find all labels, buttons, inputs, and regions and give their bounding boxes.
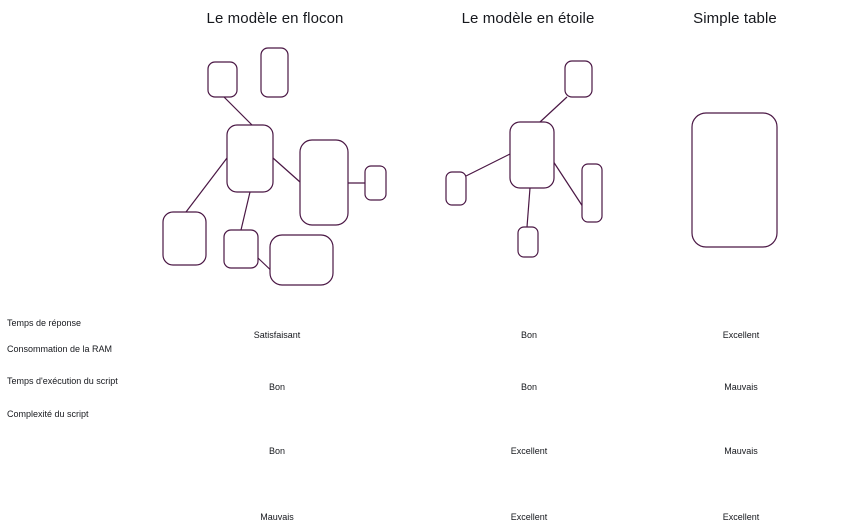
fact-center — [509, 121, 555, 189]
table-cell: Excellent — [510, 446, 548, 456]
column-title-snowflake: Le modèle en flocon — [206, 10, 344, 27]
dim-right — [581, 163, 603, 223]
dim-bottom-right — [269, 234, 334, 286]
row-label: Consommation de la RAM — [7, 344, 113, 354]
row-label: Complexité du script — [7, 409, 89, 419]
table-cell: Bon — [520, 382, 537, 392]
dim-top-tall — [260, 47, 289, 98]
dim-right-large — [299, 139, 349, 226]
link-fact-to-top — [539, 96, 568, 123]
table-cell: Excellent — [722, 330, 760, 340]
link-fact-to-right — [272, 157, 301, 183]
dim-bottom — [517, 226, 539, 258]
table-cell: Satisfaisant — [253, 330, 301, 340]
star-schema-diagram — [445, 60, 603, 258]
table-cell: Bon — [520, 330, 537, 340]
link-topleft-to-fact — [223, 96, 253, 126]
link-fact-to-bottomleft — [185, 157, 228, 213]
dim-far-right — [364, 165, 387, 201]
row-label: Temps d'exécution du script — [7, 376, 118, 386]
table-cell: Excellent — [510, 512, 548, 522]
dim-bottom-left — [162, 211, 207, 266]
column-title-star: Le modèle en étoile — [461, 10, 595, 27]
schema-diagrams-canvas — [162, 47, 778, 286]
table-cell: Excellent — [722, 512, 760, 522]
simple-table-diagram — [691, 112, 778, 248]
row-label: Temps de réponse — [7, 318, 82, 328]
snowflake-schema-diagram — [162, 47, 387, 286]
single-table — [691, 112, 778, 248]
fact-center — [226, 124, 274, 193]
dim-bottom-small — [223, 229, 259, 269]
dim-top-left — [207, 61, 238, 98]
link-fact-to-small — [240, 191, 251, 231]
table-cell: Mauvais — [724, 446, 758, 456]
table-cell: Bon — [268, 446, 285, 456]
dim-top — [564, 60, 593, 98]
link-fact-to-left — [465, 153, 511, 177]
dim-left — [445, 171, 467, 206]
schema-diagrams — [0, 34, 857, 296]
table-cell: Mauvais — [724, 382, 758, 392]
link-fact-to-right — [550, 157, 586, 211]
column-title-simple: Simple table — [693, 10, 777, 27]
table-cell: Bon — [268, 382, 285, 392]
table-cell: Mauvais — [260, 512, 294, 522]
link-fact-to-bottom — [526, 187, 531, 228]
